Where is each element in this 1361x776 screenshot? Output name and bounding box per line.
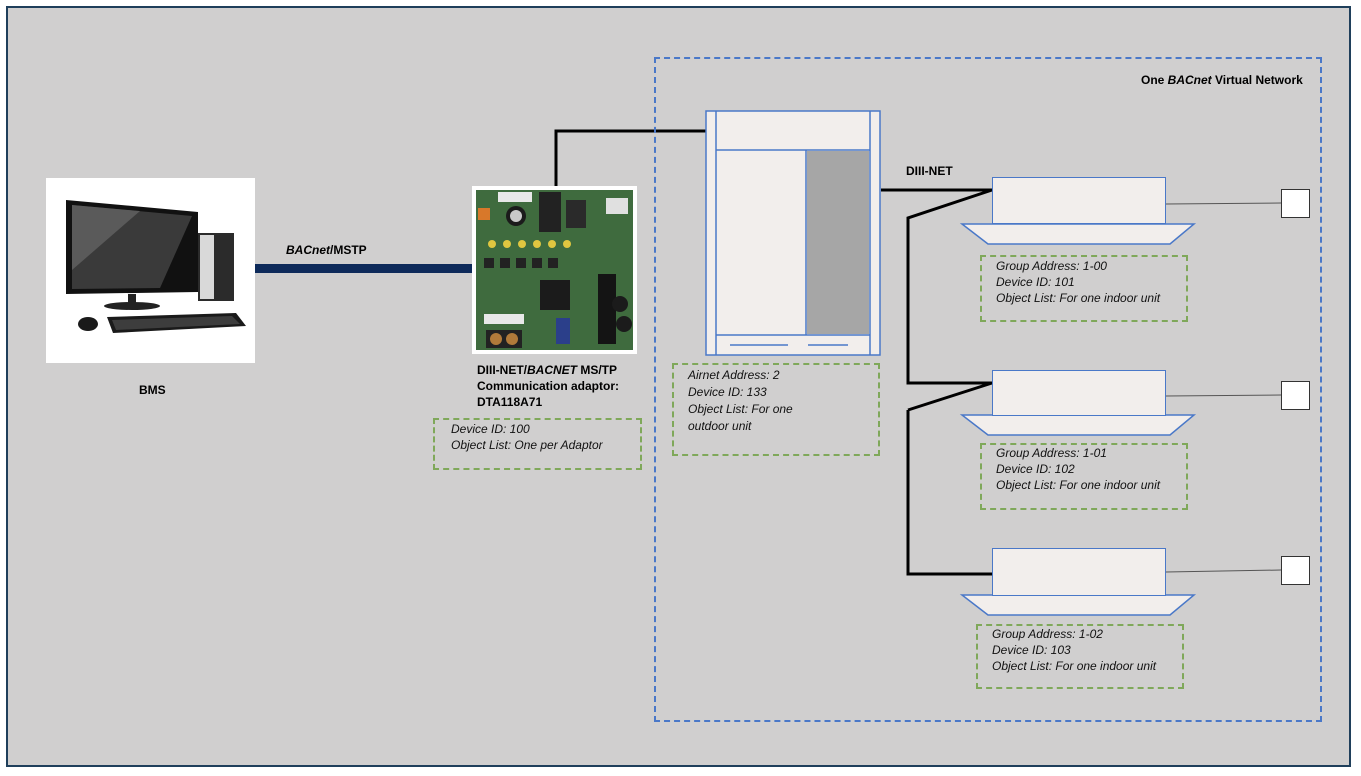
indoor-2-object-list: Object List: For one indoor unit: [996, 478, 1161, 492]
remote-controller-3: [1281, 556, 1310, 585]
indoor-unit-1-info-box: [980, 255, 1188, 322]
bacnet-mstp-label: BACnet/MSTP: [286, 243, 367, 257]
outdoor-unit-info-box: [672, 363, 880, 456]
indoor-3-object-list: Object List: For one indoor unit: [992, 659, 1157, 673]
indoor-1-device-id: Device ID: 101: [996, 275, 1075, 289]
indoor-1-group-address: Group Address: 1-00: [996, 259, 1107, 273]
bms-label: BMS: [139, 383, 166, 397]
remote-wire-3: [1165, 569, 1282, 573]
adaptor-title-line3: DTA118A71: [477, 395, 543, 409]
outdoor-device-id: Device ID: 133: [688, 385, 767, 399]
adaptor-title-line1: DIII-NET/BACNET MS/TP: [477, 363, 618, 377]
indoor-unit-2-info-box: [980, 443, 1188, 510]
outdoor-unit-drawing: [705, 110, 881, 356]
diii-net-label: DIII-NET: [906, 164, 953, 178]
bacnet-mstp-link: [253, 264, 476, 273]
adaptor-object-list: Object List: One per Adaptor: [451, 438, 603, 452]
indoor-1-object-list: Object List: For one indoor unit: [996, 291, 1161, 305]
diii-net-branch-3: [906, 410, 992, 576]
outdoor-airnet-address: Airnet Address: 2: [688, 368, 780, 382]
indoor-3-device-id: Device ID: 103: [992, 643, 1071, 657]
indoor-3-group-address: Group Address: 1-02: [992, 627, 1103, 641]
bacnet-virtual-network-boundary: [654, 57, 1322, 722]
adaptor-pcb-image: [472, 186, 637, 354]
remote-controller-2: [1281, 381, 1310, 410]
diii-net-trunk: [881, 188, 993, 385]
indoor-unit-1: [992, 177, 1166, 224]
outdoor-object-list: Object List: For one: [688, 402, 793, 416]
remote-wire-2: [1165, 394, 1282, 397]
adaptor-outdoor-wire: [554, 129, 706, 190]
indoor-unit-3-info-box: [976, 624, 1184, 689]
diii-net-branch-2: [907, 381, 993, 412]
outdoor-object-list-cont: outdoor unit: [688, 419, 752, 433]
indoor-2-device-id: Device ID: 102: [996, 462, 1075, 476]
remote-controller-1: [1281, 189, 1310, 218]
adaptor-info-box: [433, 418, 642, 470]
indoor-2-group-address: Group Address: 1-01: [996, 446, 1107, 460]
network-label: One BACnet Virtual Network: [1141, 73, 1303, 87]
remote-wire-1: [1165, 202, 1282, 205]
indoor-unit-2: [992, 370, 1166, 416]
adaptor-title-line2: Communication adaptor:: [477, 379, 620, 393]
adaptor-device-id: Device ID: 100: [451, 422, 530, 436]
indoor-unit-3: [992, 548, 1166, 596]
bms-computer-image: [46, 178, 255, 363]
indoor-unit-1-panel: [959, 223, 1197, 245]
